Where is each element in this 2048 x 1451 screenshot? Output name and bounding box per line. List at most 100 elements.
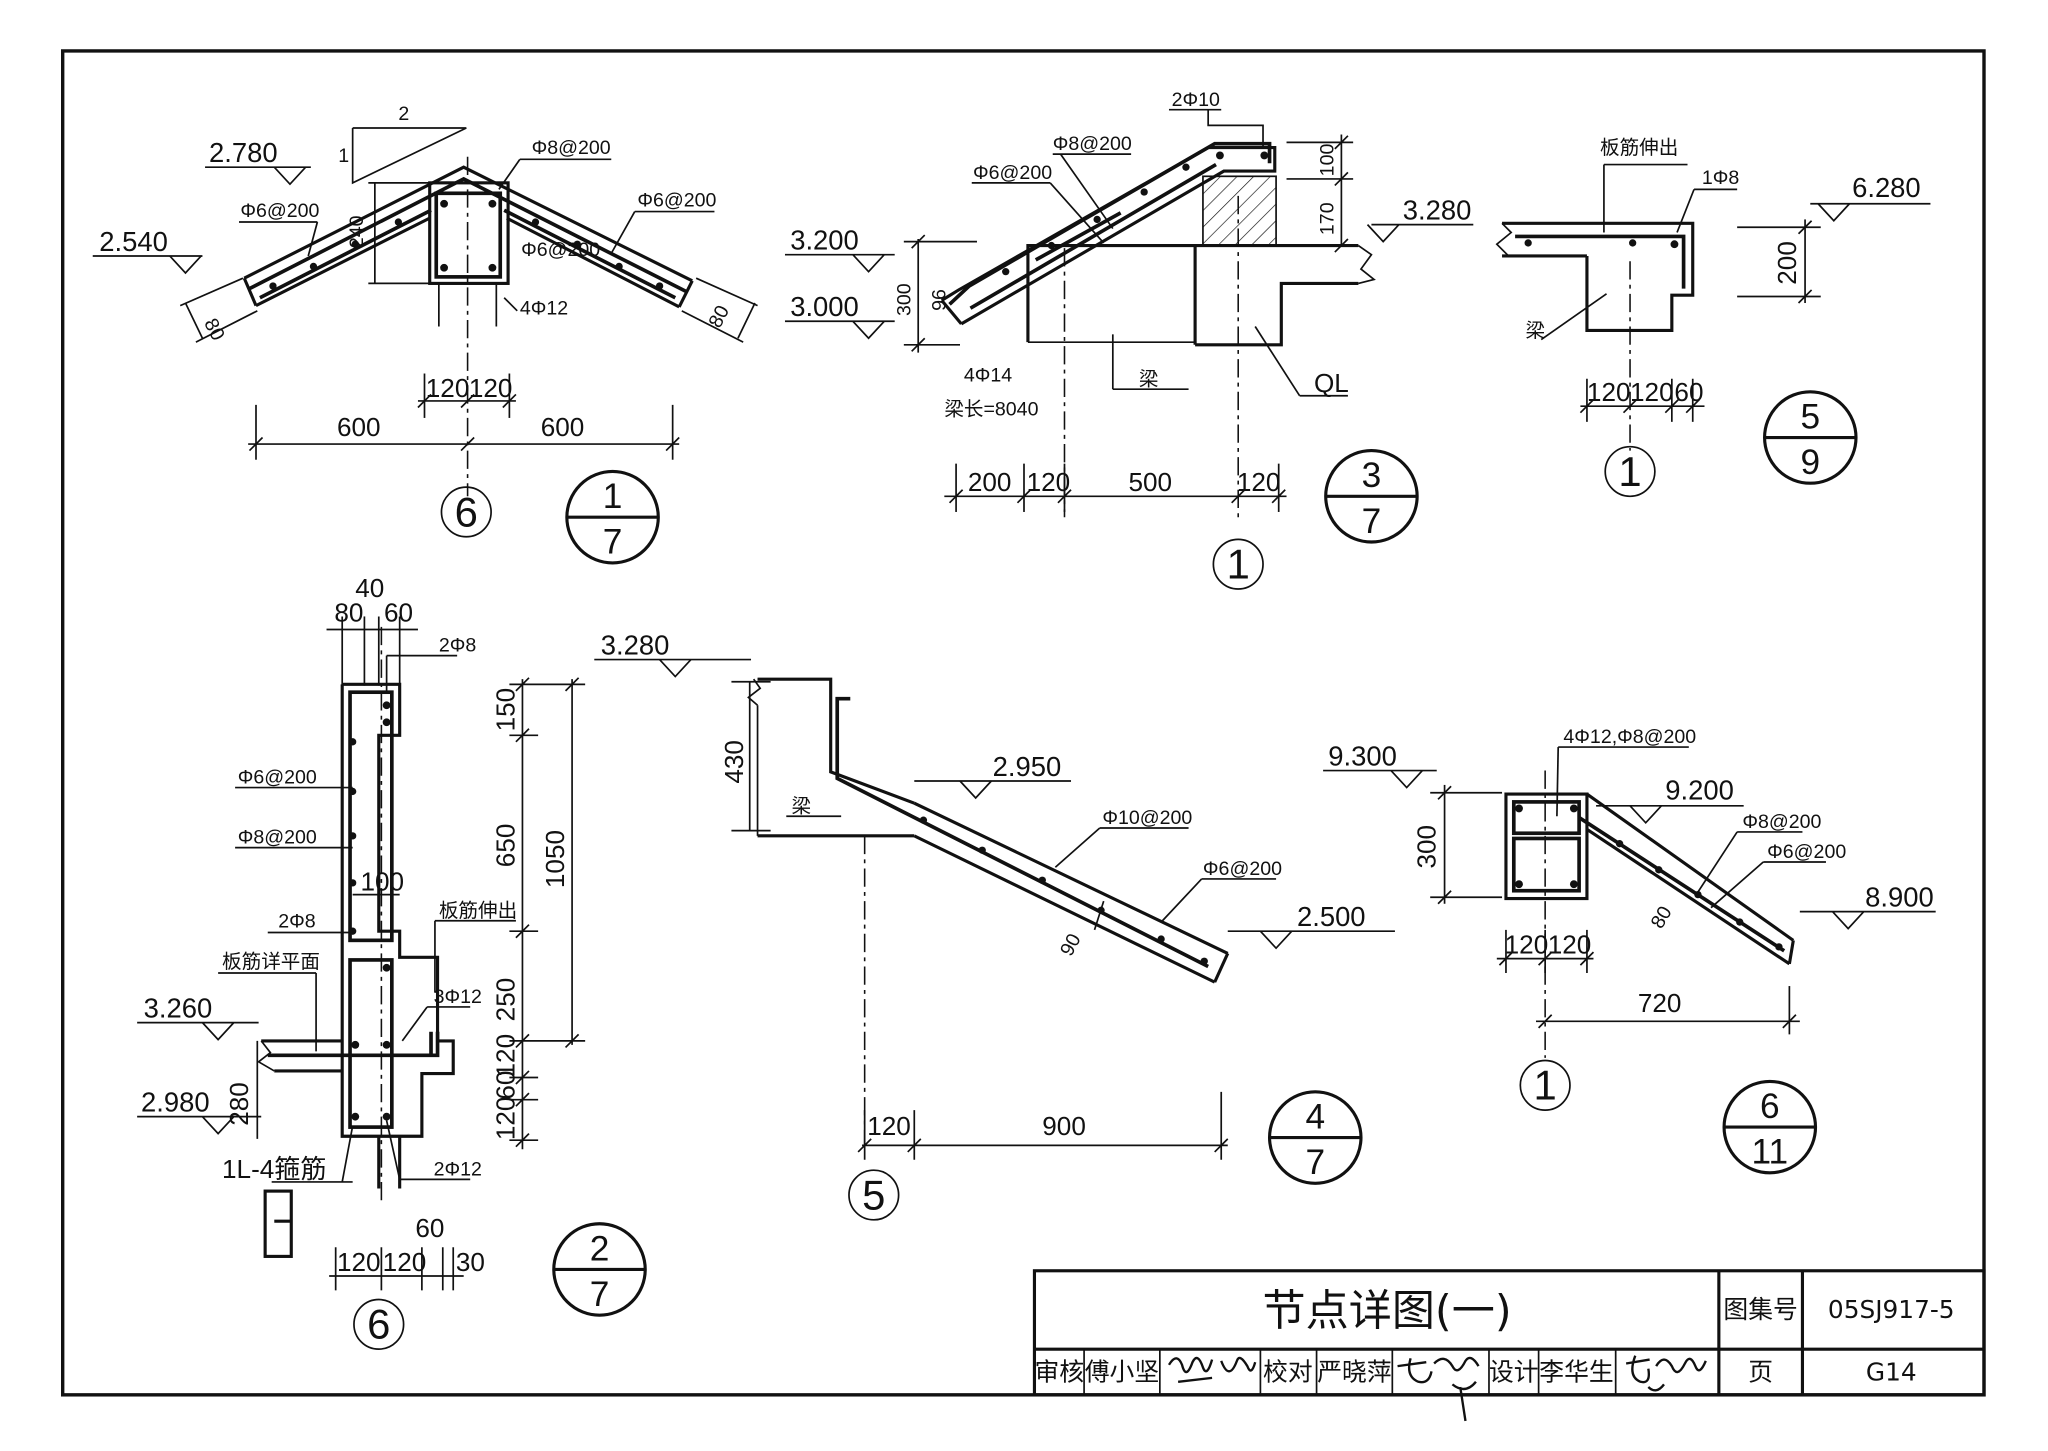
dim-250: 250 [491, 978, 521, 1022]
dim-600-left: 600 [337, 412, 381, 442]
dim-b30: 30 [456, 1247, 485, 1277]
label-4phi14: 4Φ14 [964, 364, 1012, 386]
elev-9200: 9.200 [1665, 774, 1734, 805]
label-left-dist: Φ6@200 [240, 200, 319, 222]
label-right-dist: Φ6@200 [637, 189, 716, 211]
dim-280: 280 [224, 1082, 254, 1126]
dim-120-b: 120 [491, 1097, 521, 1141]
label-phi6: Φ6@200 [1767, 841, 1846, 863]
label-2phi10: 2Φ10 [1172, 89, 1220, 111]
elev-3280: 3.280 [601, 629, 670, 660]
dim-60: 60 [384, 598, 413, 628]
dim-720: 720 [1638, 988, 1682, 1018]
sheet-border [60, 49, 1986, 1397]
label-3phi12: 3Φ12 [434, 986, 482, 1008]
dim-170: 170 [1317, 202, 1339, 235]
label-1l4: 1L-4箍筋 [222, 1154, 326, 1184]
label-ql: QL [1314, 368, 1349, 398]
dim-120-b: 120 [1548, 929, 1592, 959]
dim-200: 200 [1772, 241, 1802, 285]
dim-120-a: 120 [1587, 377, 1631, 407]
dim-430: 430 [719, 740, 749, 784]
detail-5-slab-edge: 板筋伸出 1Φ8 梁 120 120 60 6.280 200 1 5 9 [1495, 137, 1931, 498]
dim-900: 900 [1042, 1111, 1086, 1141]
dim-120-b: 120 [469, 373, 513, 403]
dim-b120-a: 120 [337, 1247, 381, 1277]
dim-600-right: 600 [541, 412, 585, 442]
slope-run: 2 [398, 103, 409, 125]
label-phi6: Φ6@200 [1203, 858, 1282, 880]
label-1phi8: 1Φ8 [1702, 167, 1740, 189]
dim-150: 150 [491, 688, 521, 732]
dim-60: 60 [1674, 377, 1703, 407]
dim-b120-b: 120 [383, 1247, 427, 1277]
label-main: Φ8@200 [1053, 133, 1132, 155]
dim-240: 240 [346, 215, 368, 248]
dim-120-a: 120 [426, 373, 470, 403]
axis-bubble-1: 1 [1534, 1062, 1557, 1109]
elev-2780: 2.780 [209, 137, 278, 168]
label-beam-bars: 4Φ12 [520, 298, 568, 320]
elev-8900: 8.900 [1865, 881, 1934, 912]
atlas-number: 05SJ917-5 [1828, 1295, 1955, 1324]
elev-3000: 3.000 [790, 291, 859, 322]
elev-2980: 2.980 [141, 1086, 210, 1117]
dim-1050: 1050 [540, 830, 570, 888]
ref-den: 7 [1362, 502, 1382, 541]
dim-650: 650 [491, 824, 521, 868]
page-label: 页 [1748, 1357, 1773, 1386]
axis-bubble-5: 5 [862, 1171, 885, 1218]
dim-200: 200 [968, 467, 1012, 497]
dim-120: 120 [867, 1111, 911, 1141]
detail-1-ridge: 2 1 2.780 2.540 Φ8@200 [92, 103, 758, 565]
label-extend: 板筋伸出 [1600, 137, 1678, 159]
ref-num: 1 [603, 477, 623, 516]
dim-90: 90 [1056, 930, 1086, 960]
detail-4-sloped-slab: 梁 3.280 2.950 2.500 Φ10@200 Φ6@200 90 43… [594, 629, 1395, 1221]
dim-40: 40 [355, 573, 384, 603]
dim-96: 96 [929, 289, 951, 311]
ref-num: 5 [1800, 397, 1820, 436]
label-extend: 板筋伸出 [439, 900, 517, 922]
ref-den: 7 [603, 523, 623, 562]
label-beam: 梁 [1139, 368, 1159, 390]
reviewer-signature [1167, 1356, 1257, 1383]
dim-300: 300 [893, 283, 915, 316]
axis-bubble-6: 6 [367, 1301, 390, 1348]
elev-3280: 3.280 [1403, 194, 1472, 225]
dim-80: 80 [1647, 902, 1677, 932]
reviewer-name: 傅小坚 [1085, 1357, 1159, 1386]
dim-100: 100 [360, 867, 404, 897]
detail-3-eave: 2Φ10 Φ8@200 Φ6@200 4Φ14 梁长=8040 梁 QL 3.2… [784, 89, 1474, 590]
ref-num: 4 [1305, 1097, 1325, 1136]
designer-name: 李华生 [1539, 1357, 1613, 1386]
label-phi8: Φ8@200 [238, 827, 317, 849]
label-inner: Φ6@200 [521, 239, 600, 261]
ref-num: 6 [1760, 1087, 1780, 1126]
review-label: 审核 [1034, 1357, 1084, 1386]
dim-120-a: 120 [491, 1034, 521, 1078]
label-top-bar: Φ8@200 [532, 137, 611, 159]
label-beam-length: 梁长=8040 [944, 398, 1038, 420]
ref-den: 7 [1305, 1143, 1325, 1182]
label-beam-bars: 4Φ12,Φ8@200 [1563, 726, 1696, 748]
elev-9300: 9.300 [1328, 740, 1397, 771]
dim-120-a: 120 [1505, 929, 1549, 959]
atlas-label: 图集号 [1723, 1295, 1797, 1324]
dim-80-right: 80 [705, 302, 735, 331]
label-2phi8-mid: 2Φ8 [278, 910, 316, 932]
ref-den: 11 [1751, 1133, 1788, 1172]
elev-3200: 3.200 [790, 224, 859, 255]
dim-100: 100 [1317, 144, 1339, 177]
label-plan: 板筋详平面 [222, 951, 320, 973]
slope-rise: 1 [338, 145, 349, 167]
label-beam: 梁 [1526, 320, 1546, 342]
title-block: 节点详图(一) 图集号 05SJ917-5 页 G14 审核 傅小坚 校对 严晓… [1032, 1269, 1986, 1422]
elev-2500: 2.500 [1297, 901, 1366, 932]
label-2phi8-top: 2Φ8 [439, 635, 477, 657]
designer-signature [1625, 1355, 1707, 1392]
dim-60-v: 60 [491, 1071, 521, 1100]
design-label: 设计 [1489, 1357, 1539, 1386]
label-phi10: Φ10@200 [1102, 807, 1192, 829]
elev-2540: 2.540 [99, 226, 168, 257]
